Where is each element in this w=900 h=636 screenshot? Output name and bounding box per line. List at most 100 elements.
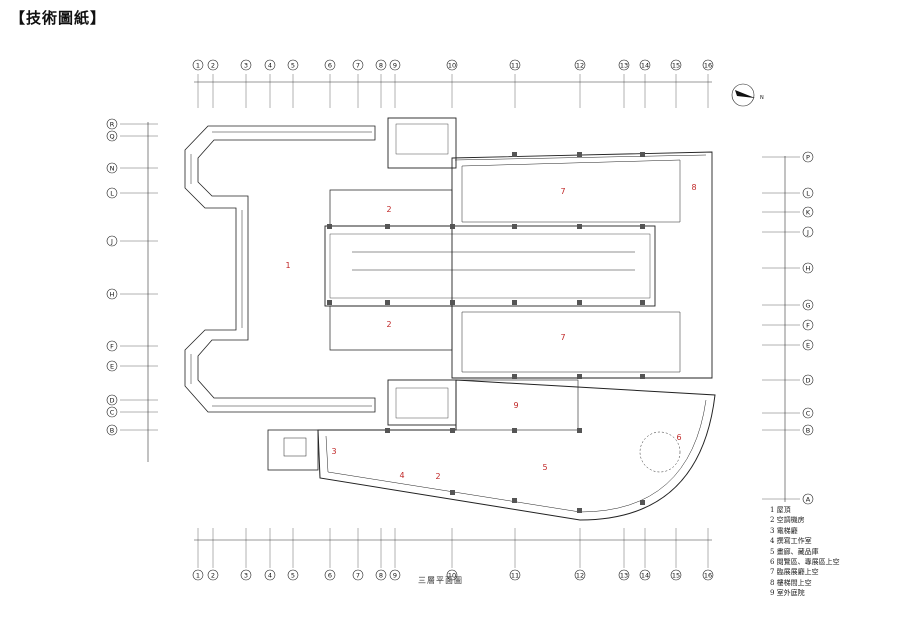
building-walls: [184, 83, 755, 521]
grid-bubble-column-11: 11: [509, 59, 521, 71]
structural-columns: [327, 152, 645, 513]
grid-label: 8: [379, 572, 383, 580]
grid-bubble-column-9: 9: [389, 569, 401, 581]
grid-label: Q: [109, 133, 114, 141]
legend-item: 8 樓梯間上空: [770, 578, 812, 587]
grid-bubble-row-F: F: [106, 340, 118, 352]
grid-bubble-column-15: 15: [670, 569, 682, 581]
room-number-7: 7: [560, 333, 565, 342]
grid-label: 4: [268, 62, 272, 70]
grid-label: D: [805, 377, 810, 385]
room-number-2: 2: [386, 320, 391, 329]
grid-label: K: [806, 209, 811, 217]
grid-label: 2: [211, 572, 215, 580]
grid-bubble-row-G: G: [802, 299, 814, 311]
grid-label: C: [806, 410, 811, 418]
grid-bubble-column-5: 5: [287, 59, 299, 71]
grid-bubble-column-14: 14: [639, 59, 651, 71]
grid-bubble-column-5: 5: [287, 569, 299, 581]
grid-label: B: [110, 427, 114, 435]
grid-bubble-row-E: E: [802, 339, 814, 351]
dimension-lines: [147, 81, 786, 541]
room-number-8: 8: [691, 183, 696, 192]
grid-label: 13: [620, 62, 628, 70]
grid-label: F: [110, 343, 114, 351]
grid-bubble-column-6: 6: [324, 569, 336, 581]
grid-layer: [120, 74, 800, 568]
grid-label: H: [806, 265, 811, 273]
room-number-7: 7: [560, 187, 565, 196]
room-number-6: 6: [676, 433, 681, 442]
grid-bubble-row-E: E: [106, 360, 118, 372]
north-label: N: [760, 95, 764, 101]
grid-label: 9: [393, 62, 397, 70]
grid-label: D: [109, 397, 114, 405]
grid-label: 1: [196, 572, 200, 580]
drawing-header: 【技術圖紙】: [10, 9, 107, 27]
grid-label: 8: [379, 62, 383, 70]
grid-label: 10: [448, 62, 456, 70]
grid-label: 14: [641, 62, 649, 70]
room-number-3: 3: [331, 447, 336, 456]
grid-bubble-column-10: 10: [446, 59, 458, 71]
grid-bubble-column-11: 11: [509, 569, 521, 581]
grid-label: 2: [211, 62, 215, 70]
grid-label: F: [806, 322, 810, 330]
grid-bubble-column-2: 2: [207, 569, 219, 581]
grid-label: 13: [620, 572, 628, 580]
grid-bubble-row-Q: Q: [106, 130, 118, 142]
legend-item: 1 屋頂: [770, 506, 791, 514]
grid-label: J: [110, 238, 113, 246]
grid-label: 9: [393, 572, 397, 580]
grid-label: 16: [704, 62, 712, 70]
grid-bubble-column-14: 14: [639, 569, 651, 581]
legend-item: 9 室外庭院: [770, 589, 805, 598]
grid-label: E: [110, 363, 114, 371]
grid-bubble-column-8: 8: [375, 569, 387, 581]
room-number-2: 2: [435, 472, 440, 481]
plan-caption: 三層平面圖: [418, 576, 463, 585]
grid-label: 11: [511, 62, 519, 70]
room-number-4: 4: [399, 471, 404, 480]
grid-bubble-row-L: L: [106, 187, 118, 199]
grid-bubble-column-12: 12: [574, 569, 586, 581]
grid-label: 11: [511, 572, 519, 580]
grid-bubble-row-F: F: [802, 319, 814, 331]
grid-bubble-column-7: 7: [352, 569, 364, 581]
legend-item: 6 閱覽區、專展區上空: [770, 558, 840, 567]
grid-label: A: [806, 496, 811, 504]
grid-label: 12: [576, 62, 584, 70]
grid-bubble-column-9: 9: [389, 59, 401, 71]
grid-label: N: [110, 165, 115, 173]
grid-bubble-column-7: 7: [352, 59, 364, 71]
grid-bubble-row-J: J: [802, 226, 814, 238]
grid-bubble-row-H: H: [106, 288, 118, 300]
grid-bubble-column-15: 15: [670, 59, 682, 71]
grid-bubble-column-3: 3: [240, 59, 252, 71]
room-number-9: 9: [513, 401, 518, 410]
grid-bubble-row-C: C: [802, 407, 814, 419]
grid-label: J: [806, 229, 809, 237]
grid-label: 15: [672, 572, 680, 580]
grid-label: 1: [196, 62, 200, 70]
legend-item: 2 空調機房: [770, 516, 805, 525]
grid-bubble-column-16: 16: [702, 59, 714, 71]
grid-label: 12: [576, 572, 584, 580]
grid-bubble-row-L: L: [802, 187, 814, 199]
grid-bubble-row-A: A: [802, 493, 814, 505]
grid-label: 14: [641, 572, 649, 580]
grid-bubble-row-K: K: [802, 206, 814, 218]
legend-item: 3 電梯廳: [770, 526, 798, 535]
room-number-2: 2: [386, 205, 391, 214]
grid-label: G: [805, 302, 810, 310]
grid-bubble-row-B: B: [802, 424, 814, 436]
grid-label: 5: [291, 572, 295, 580]
legend-item: 5 畫廊、藏品庫: [770, 547, 819, 556]
grid-bubble-column-12: 12: [574, 59, 586, 71]
grid-bubble-column-6: 6: [324, 59, 336, 71]
grid-label: 3: [244, 572, 248, 580]
grid-bubble-row-H: H: [802, 262, 814, 274]
grid-bubble-row-D: D: [802, 374, 814, 386]
